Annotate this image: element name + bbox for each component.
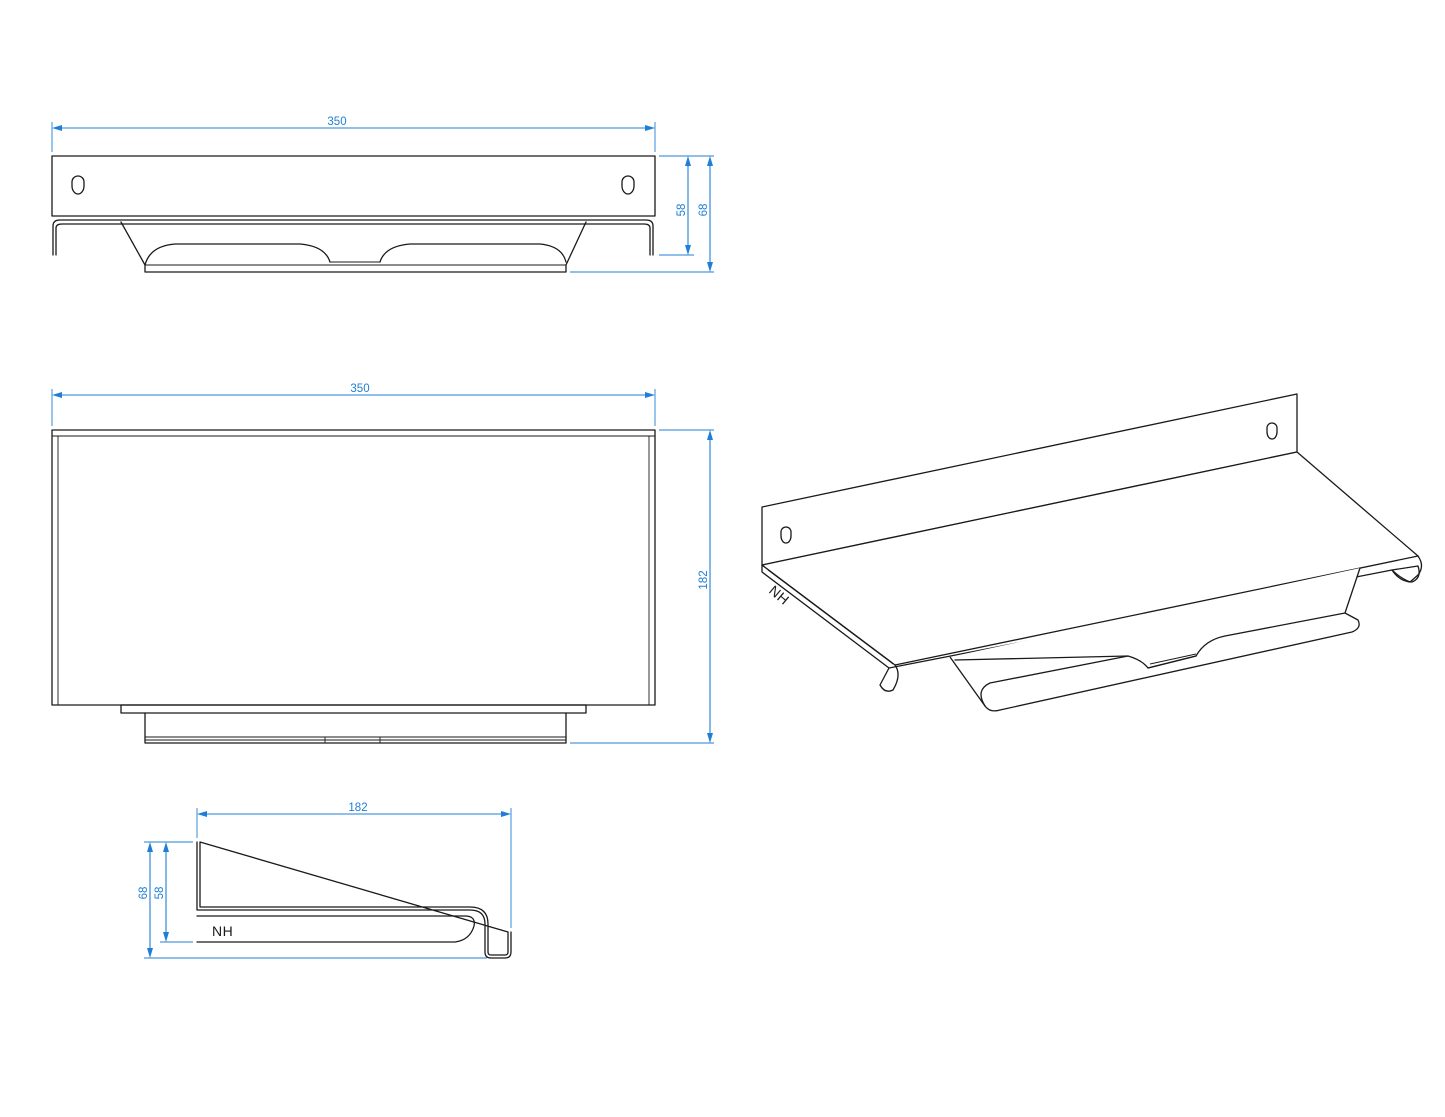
front-tray-lip-right [379, 243, 567, 263]
top-depth-label: 182 [698, 570, 710, 589]
front-dimensions: 350 58 68 [51, 116, 714, 273]
front-tray-lip-left [144, 243, 331, 266]
keyhole-slot-icon [621, 175, 635, 195]
side-view: NH [196, 841, 512, 959]
iso-right-lip [1391, 565, 1420, 583]
front-inner-height-label: 58 [676, 204, 688, 217]
side-depth-label: 182 [348, 802, 367, 814]
front-width-label: 350 [327, 116, 346, 128]
side-inner-height-label: 58 [154, 887, 166, 900]
top-tray-lower [144, 712, 567, 744]
top-dimensions: 350 182 [51, 383, 714, 744]
side-tray-profile [196, 915, 475, 943]
keyhole-slot-icon [71, 175, 85, 195]
iso-shelf-plate [761, 451, 1423, 692]
front-shelf-plate [52, 219, 654, 256]
front-total-height-label: 68 [698, 204, 710, 217]
top-tray-front [120, 704, 587, 714]
iso-tray [949, 567, 1361, 712]
side-dimensions: 182 58 68 [138, 802, 512, 959]
front-tray [120, 221, 587, 273]
top-shelf-outline [51, 429, 656, 706]
isometric-view: NH [761, 393, 1423, 712]
side-profile [196, 841, 512, 959]
brand-logo: NH [212, 923, 233, 939]
keyhole-slot-icon [780, 526, 792, 544]
side-total-height-label: 68 [138, 887, 150, 900]
keyhole-slot-icon [1266, 422, 1278, 440]
front-back-panel [51, 155, 656, 217]
front-view [51, 155, 656, 273]
top-view [51, 429, 656, 744]
top-width-label: 350 [350, 383, 369, 395]
